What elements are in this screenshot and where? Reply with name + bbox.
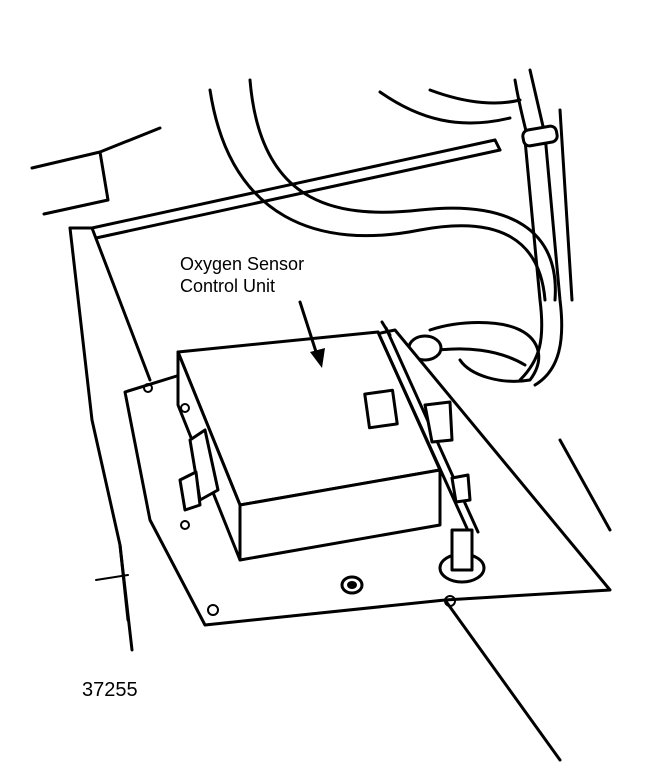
callout-label: Oxygen Sensor Control Unit — [180, 253, 304, 297]
callout-arrow — [298, 300, 325, 368]
vacuum-hose — [208, 78, 557, 302]
engine-contour — [378, 78, 530, 142]
figure-number: 37255 — [82, 679, 138, 701]
mounting-strap — [376, 320, 486, 584]
cowl-bracket — [30, 126, 162, 216]
side-connector — [178, 428, 220, 512]
harness-connector — [407, 321, 541, 383]
callout-label-line2: Control Unit — [180, 276, 276, 296]
wiring-harness — [518, 68, 574, 387]
callout-label-line1: Oxygen Sensor — [180, 254, 305, 274]
panel-frame — [68, 226, 152, 652]
